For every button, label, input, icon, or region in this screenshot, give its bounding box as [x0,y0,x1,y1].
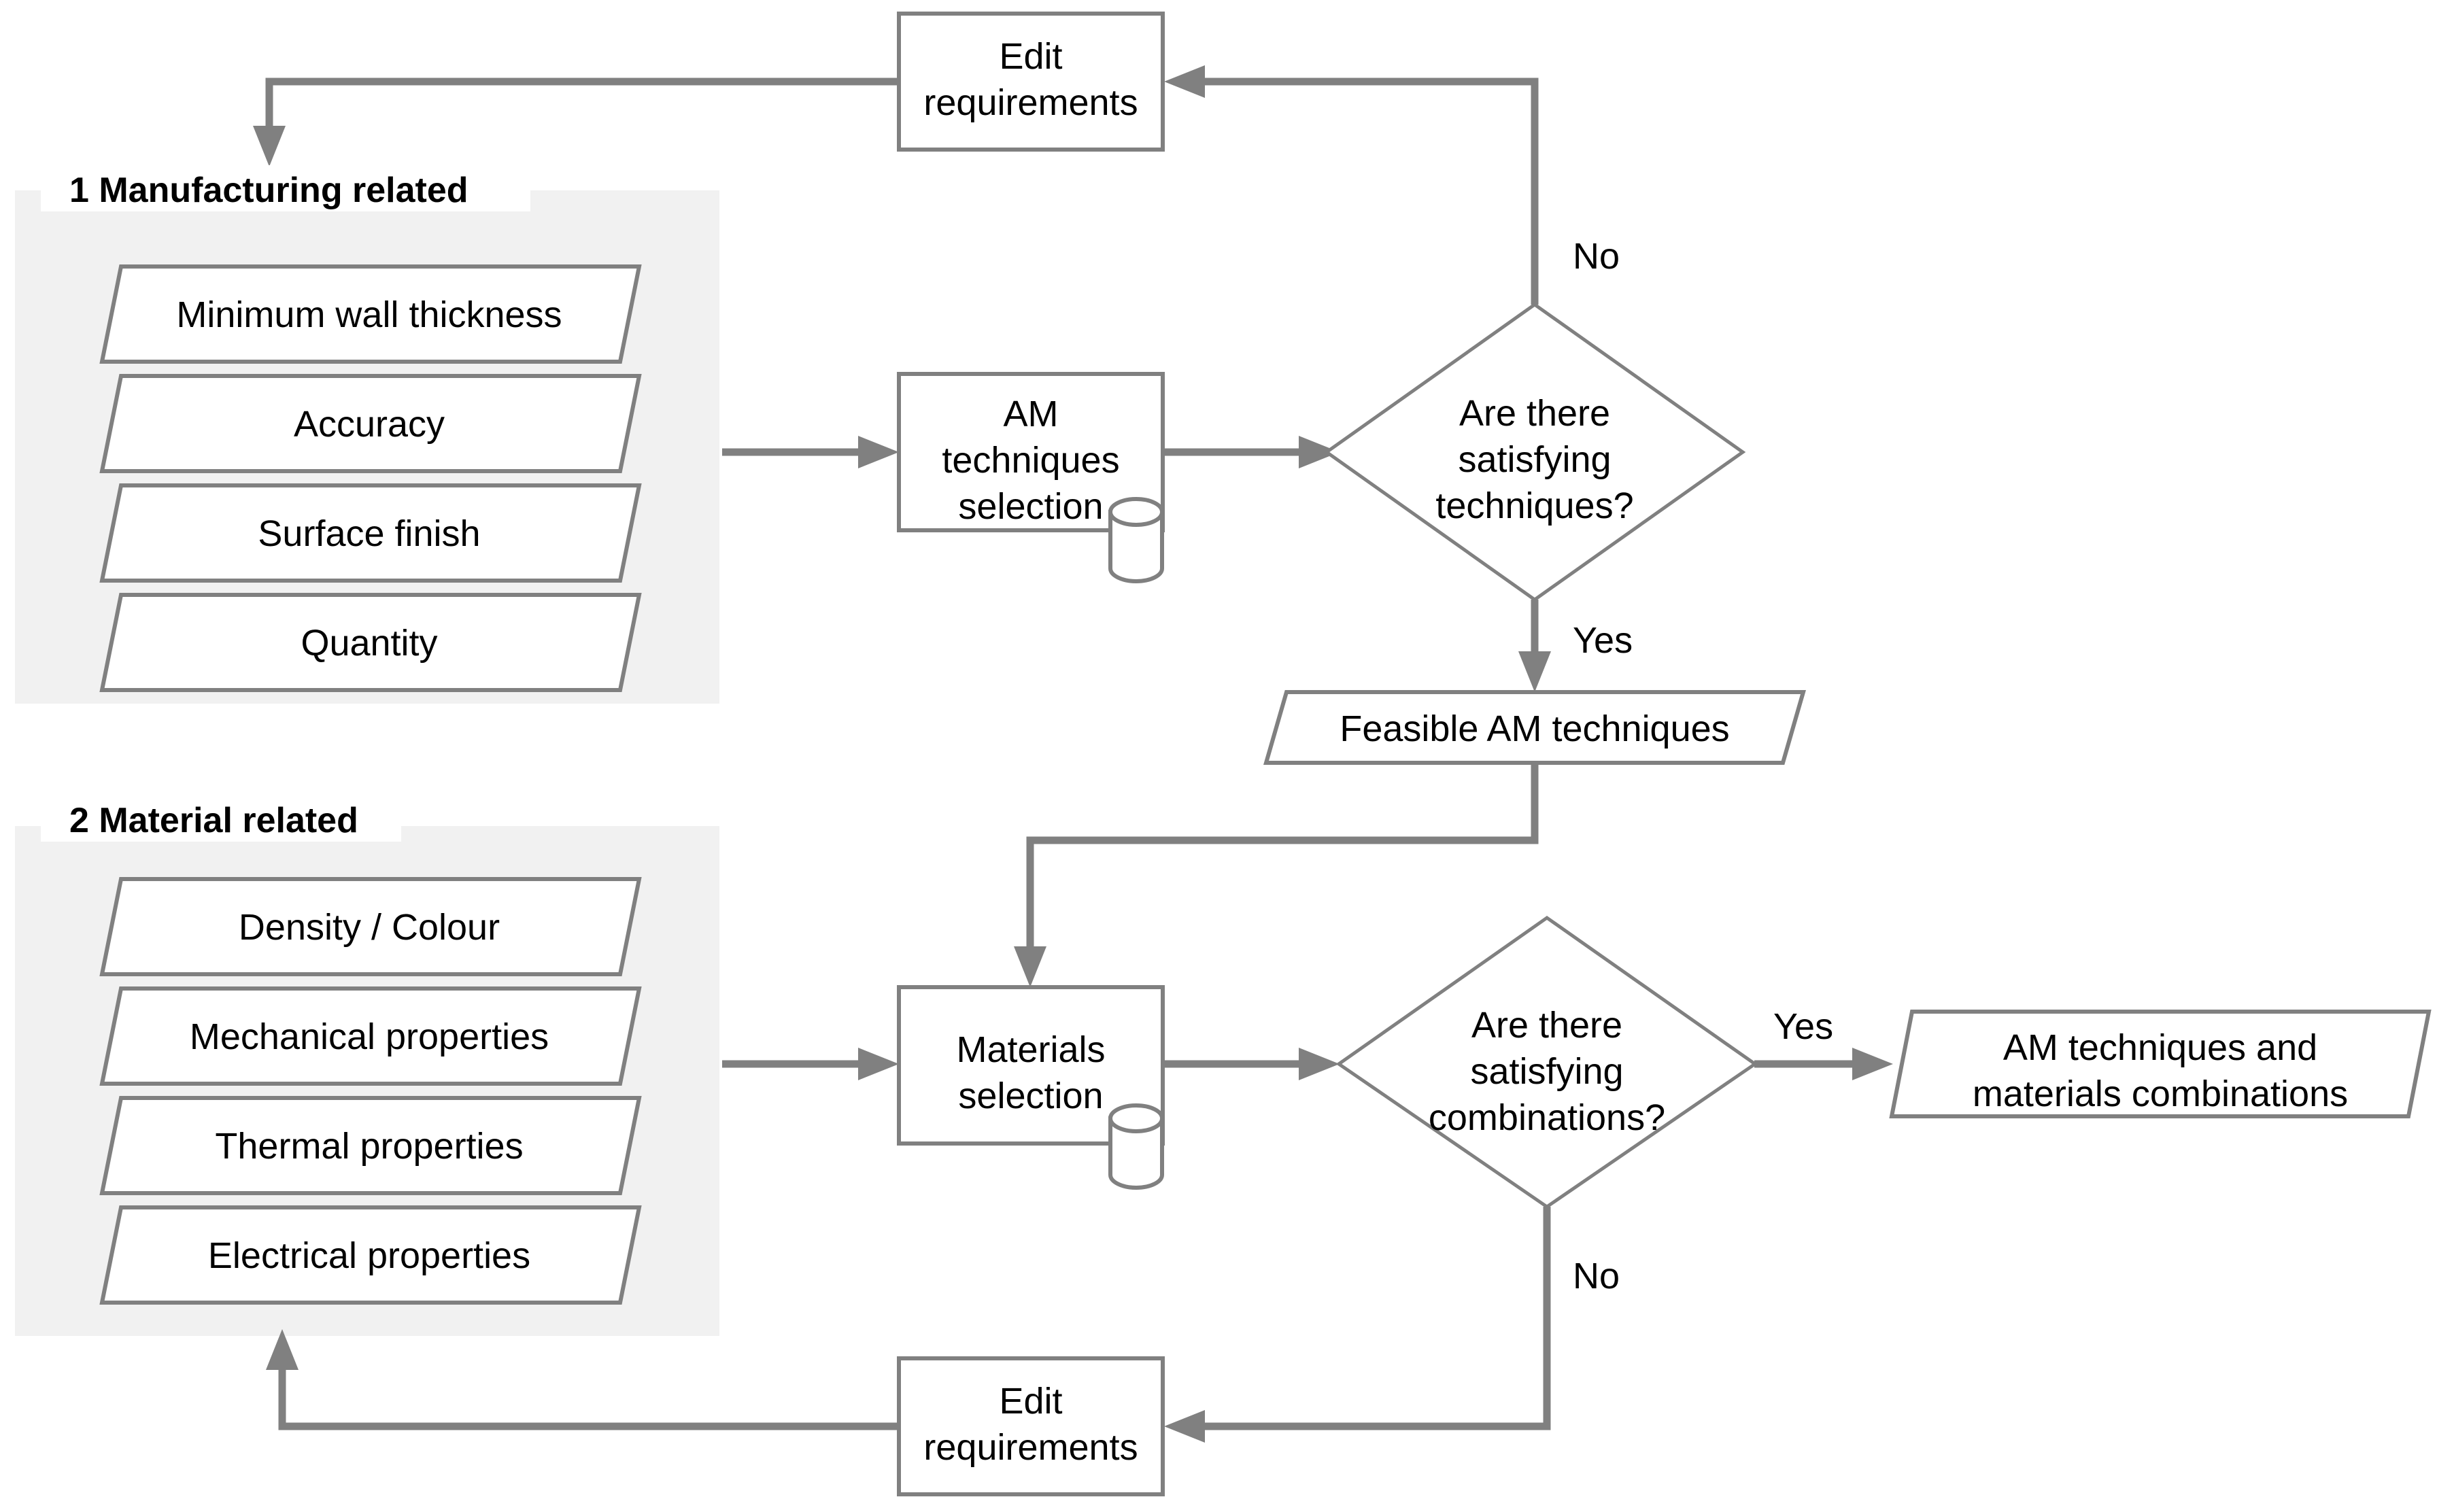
edge-label-combinations-yes: Yes [1773,1006,1833,1047]
requirement-item-electrical-properties[interactable] [99,1205,642,1305]
database-cylinder-icon-materials [1108,1103,1164,1190]
requirement-item-density-colour[interactable] [99,877,642,976]
database-cylinder-icon-am [1108,497,1164,583]
arrowhead-group2-to-materials [858,1048,899,1080]
output-combinations-label-line2: materials combinations [1973,1073,2348,1114]
process-materials-selection-label-line1: Materials [956,1029,1105,1070]
edge-techniques-no [1204,78,1539,305]
arrowhead-group1-to-am-selection [858,436,899,468]
decision-satisfying-combinations[interactable] [1335,915,1758,1209]
requirement-item-label-density-colour: Density / Colour [239,907,500,948]
output-am-techniques-materials-combinations[interactable] [1889,1010,2432,1118]
arrowhead-am-selection-to-techniques [1299,436,1340,468]
process-edit-requirements-top[interactable] [897,12,1165,152]
arrowhead-edit-to-group1 [253,126,286,167]
requirement-item-label-electrical-properties: Electrical properties [208,1235,530,1276]
arrowhead-techniques-no [1164,65,1205,98]
arrowhead-techniques-yes [1518,651,1551,692]
requirement-item-thermal-properties[interactable] [99,1096,642,1195]
requirement-item-min-wall-thickness[interactable] [99,264,642,364]
process-am-techniques-selection-label-line2: techniques [942,440,1119,481]
arrowhead-feasible-to-materials [1014,946,1046,987]
edge-label-techniques-yes: Yes [1573,620,1633,661]
arrowhead-edit-bottom-to-group2 [266,1329,299,1370]
arrowhead-combinations-yes [1852,1048,1893,1080]
decision-satisfying-techniques-label-line3: techniques? [1435,485,1633,526]
edge-label-combinations-no: No [1573,1256,1620,1296]
requirement-item-label-accuracy: Accuracy [294,404,445,445]
decision-satisfying-combinations-label-line1: Are there [1471,1005,1622,1046]
group-manufacturing-title: 1 Manufacturing related [69,171,468,210]
group-material-title-bg [41,795,401,842]
decision-satisfying-techniques-label-line2: satisfying [1458,439,1611,480]
requirement-item-surface-finish[interactable] [99,483,642,583]
edge-feasible-to-materials [1026,763,1539,952]
group-material-title: 2 Material related [69,801,358,840]
requirement-item-label-mechanical-properties: Mechanical properties [190,1016,549,1057]
requirement-item-accuracy[interactable] [99,374,642,473]
output-combinations-label-line1: AM techniques and [2003,1027,2317,1068]
edge-combinations-no [1204,1207,1551,1430]
requirement-item-label-thermal-properties: Thermal properties [215,1126,523,1167]
process-edit-requirements-top-label-line2: requirements [923,82,1138,123]
output-feasible-am-techniques-label: Feasible AM techniques [1340,708,1729,749]
requirement-item-label-min-wall-thickness: Minimum wall thickness [176,294,562,335]
decision-satisfying-techniques-label-line1: Are there [1459,393,1610,434]
process-edit-requirements-bottom-label-line2: requirements [923,1427,1138,1468]
edge-edit-to-group1 [265,78,899,139]
requirement-item-mechanical-properties[interactable] [99,986,642,1086]
process-edit-requirements-bottom-label-line1: Edit [999,1381,1062,1422]
edge-label-techniques-no: No [1573,236,1620,277]
requirement-item-quantity[interactable] [99,593,642,692]
requirement-item-label-quantity: Quantity [301,623,437,664]
requirement-item-label-surface-finish: Surface finish [258,513,480,554]
process-am-techniques-selection-label-line3: selection [958,486,1103,527]
arrowhead-combinations-no [1164,1410,1205,1443]
decision-satisfying-combinations-label-line2: satisfying [1470,1051,1623,1092]
edge-edit-bottom-to-group2 [278,1363,899,1430]
process-edit-requirements-bottom[interactable] [897,1356,1165,1496]
decision-satisfying-techniques[interactable] [1323,302,1746,602]
process-materials-selection-label-line2: selection [958,1076,1103,1116]
group-manufacturing-title-bg [41,165,530,211]
arrowhead-materials-to-combinations [1299,1048,1340,1080]
process-edit-requirements-top-label-line1: Edit [999,36,1062,77]
process-am-techniques-selection-label-line1: AM [1004,394,1059,434]
output-feasible-am-techniques[interactable] [1263,690,1806,765]
decision-satisfying-combinations-label-line3: combinations? [1429,1097,1665,1138]
